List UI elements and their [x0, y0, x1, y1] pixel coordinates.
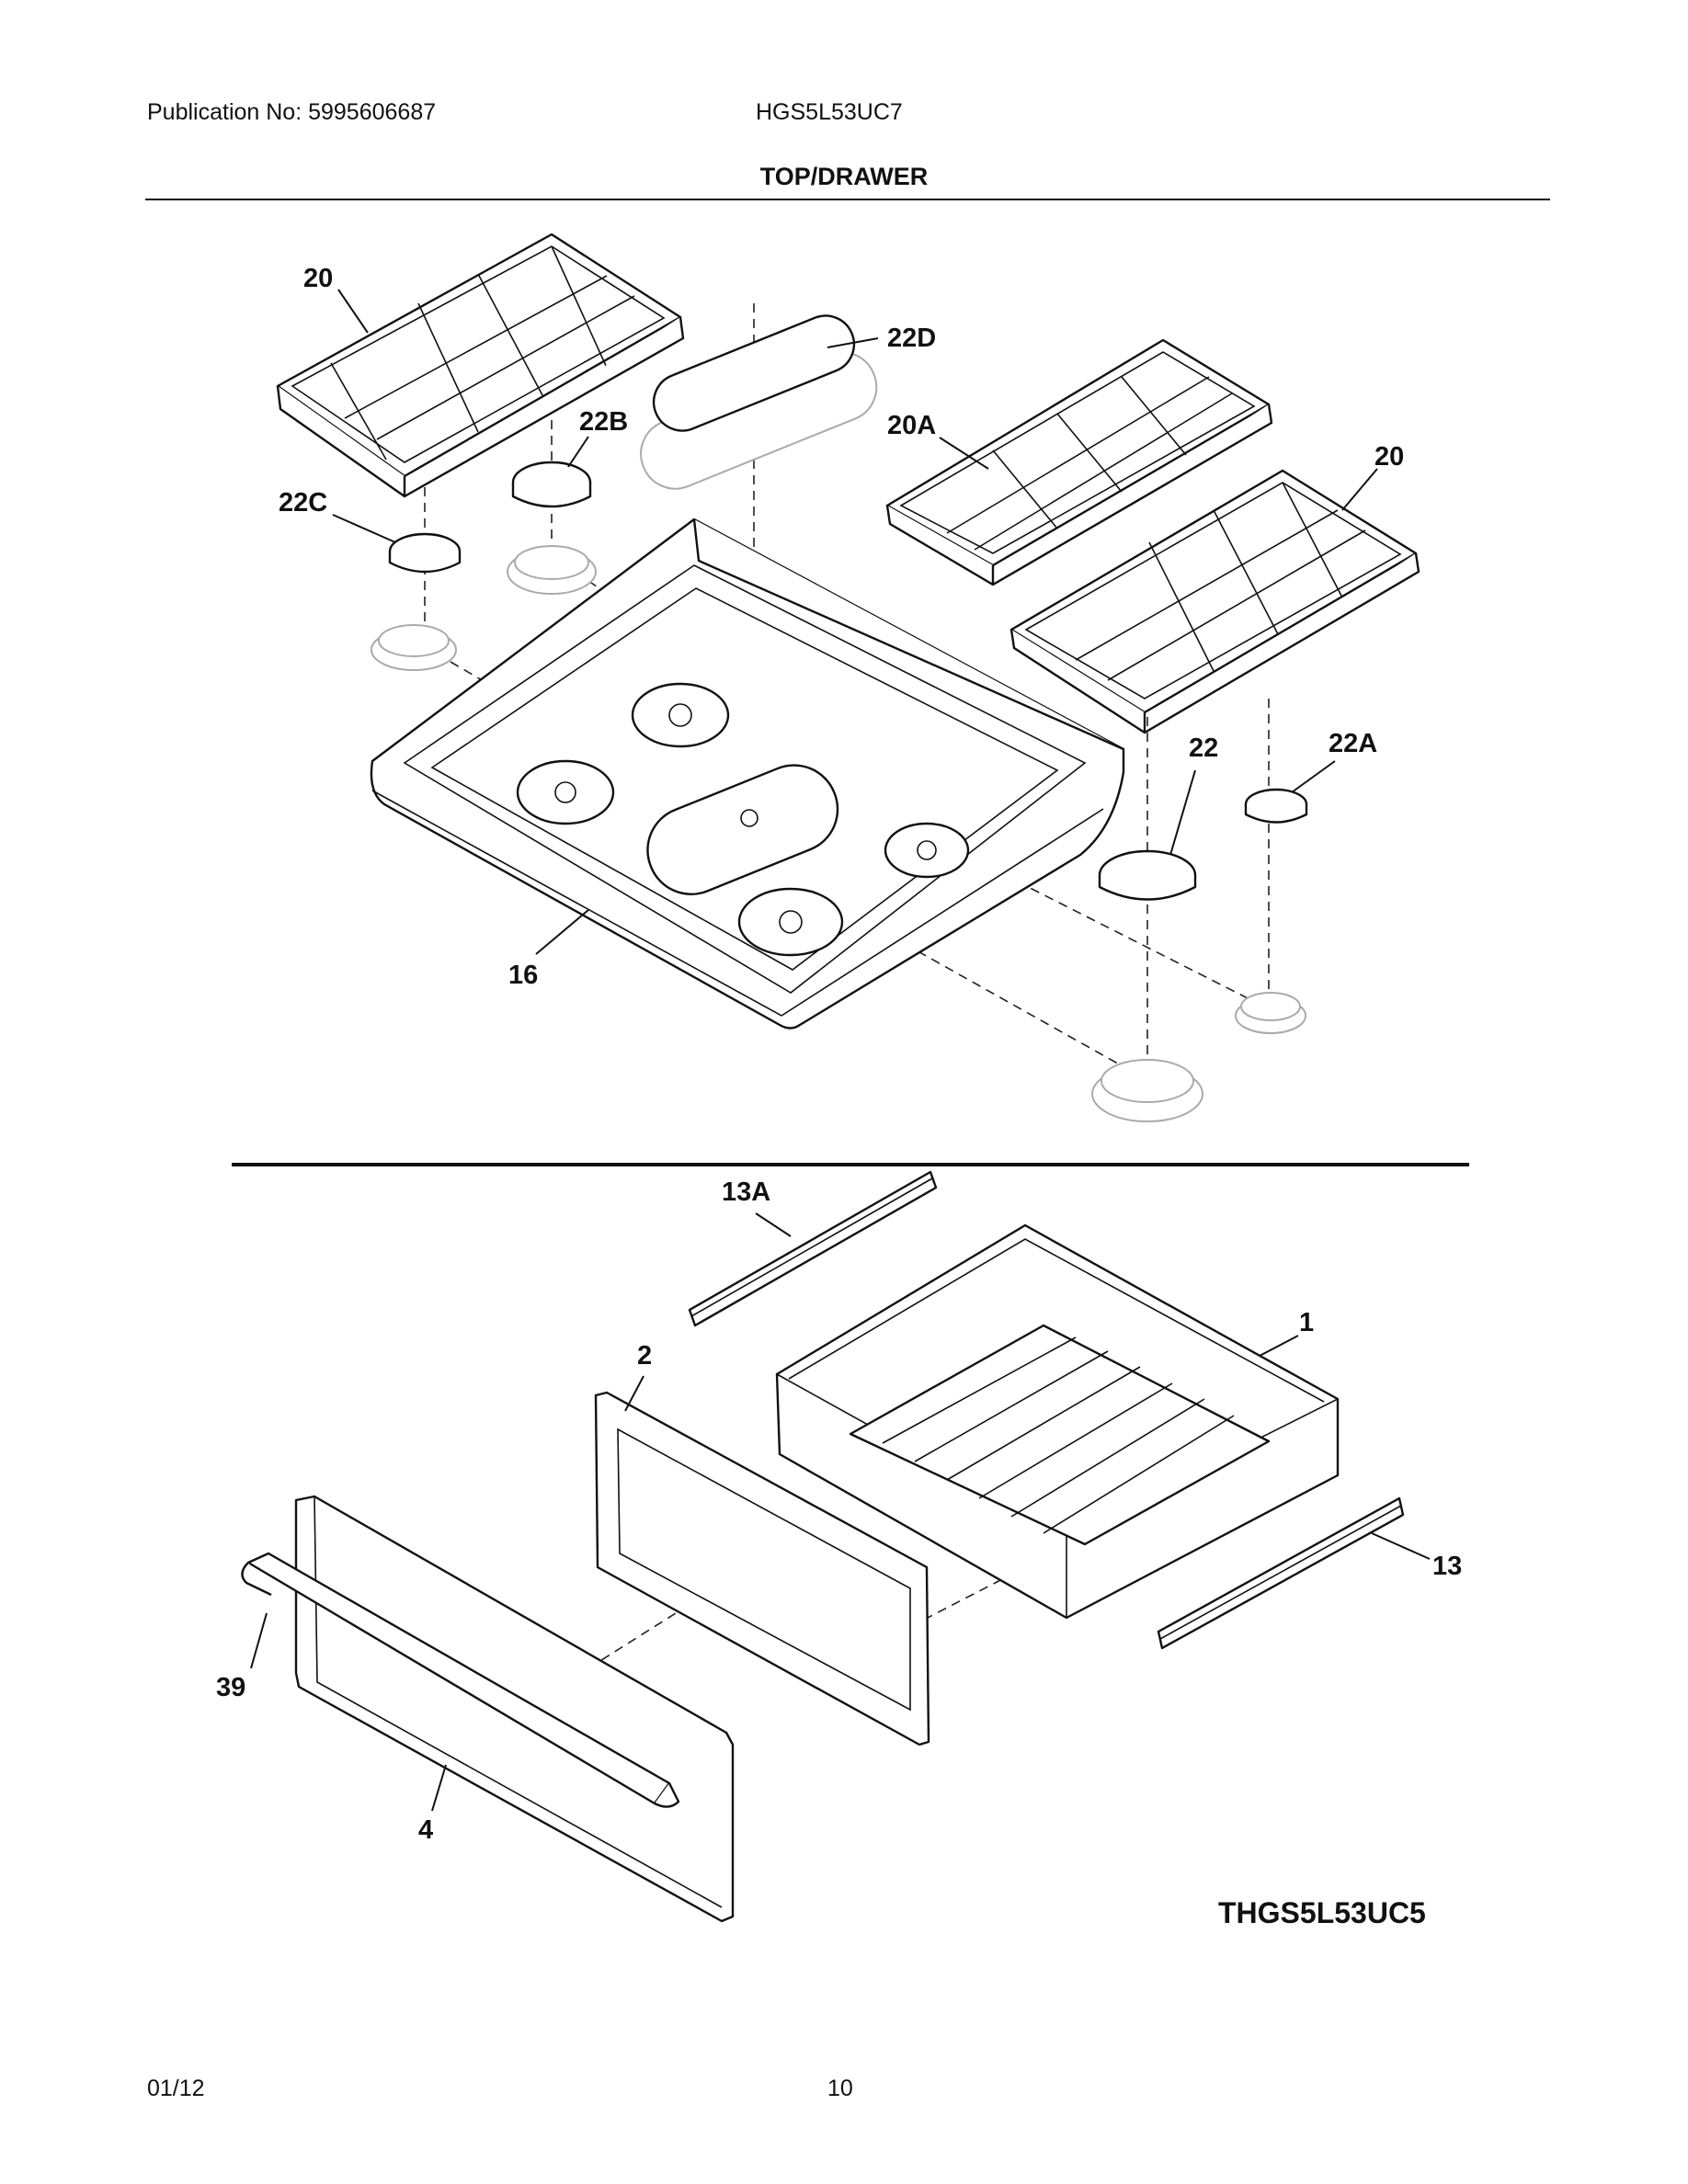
- callout-22a: 22A: [1329, 729, 1377, 758]
- section-divider: [232, 1163, 1469, 1166]
- callout-39: 39: [216, 1673, 245, 1702]
- section-title: TOP/DRAWER: [759, 163, 929, 190]
- handle-39: [241, 1552, 680, 1808]
- callout-16: 16: [508, 961, 538, 990]
- drawer-inner-panel-2: [594, 1391, 930, 1746]
- callout-2: 2: [637, 1341, 652, 1371]
- leader-lines-drawer: [250, 1212, 1431, 1812]
- cooktop-16: [370, 518, 1125, 1029]
- callout-4: 4: [418, 1815, 433, 1845]
- callout-20a: 20A: [887, 411, 936, 440]
- callout-1: 1: [1299, 1308, 1314, 1337]
- grate-left-20: [276, 233, 685, 498]
- callout-20-right: 20: [1374, 442, 1404, 472]
- model-number: HGS5L53UC7: [756, 99, 903, 125]
- callout-22: 22: [1189, 734, 1218, 763]
- footer-date: 01/12: [147, 2076, 205, 2101]
- rail-13: [1157, 1496, 1405, 1650]
- grate-right-20: [1009, 469, 1420, 734]
- header-divider: [145, 199, 1550, 200]
- callout-13a: 13A: [722, 1177, 770, 1207]
- callout-13: 13: [1432, 1552, 1462, 1581]
- burner-bases-left: [371, 545, 597, 671]
- burner-caps-left: [388, 461, 592, 574]
- rail-13a: [688, 1170, 938, 1327]
- page-number: 10: [827, 2076, 853, 2101]
- griddle-22d: [640, 314, 878, 490]
- callout-22c: 22C: [279, 488, 327, 518]
- drawer-body-1: [775, 1223, 1340, 1620]
- publication-number: Publication No: 5995606687: [147, 99, 437, 125]
- callout-22d: 22D: [887, 324, 936, 353]
- leader-lines-top: [332, 289, 1378, 955]
- diagram-code: THGS5L53UC5: [1218, 1896, 1426, 1929]
- callout-22b: 22B: [579, 407, 628, 437]
- callout-20-left: 20: [303, 264, 333, 293]
- burner-caps-right: [1098, 788, 1308, 901]
- grate-center-20a: [885, 338, 1273, 586]
- burner-bases-right: [1091, 992, 1306, 1122]
